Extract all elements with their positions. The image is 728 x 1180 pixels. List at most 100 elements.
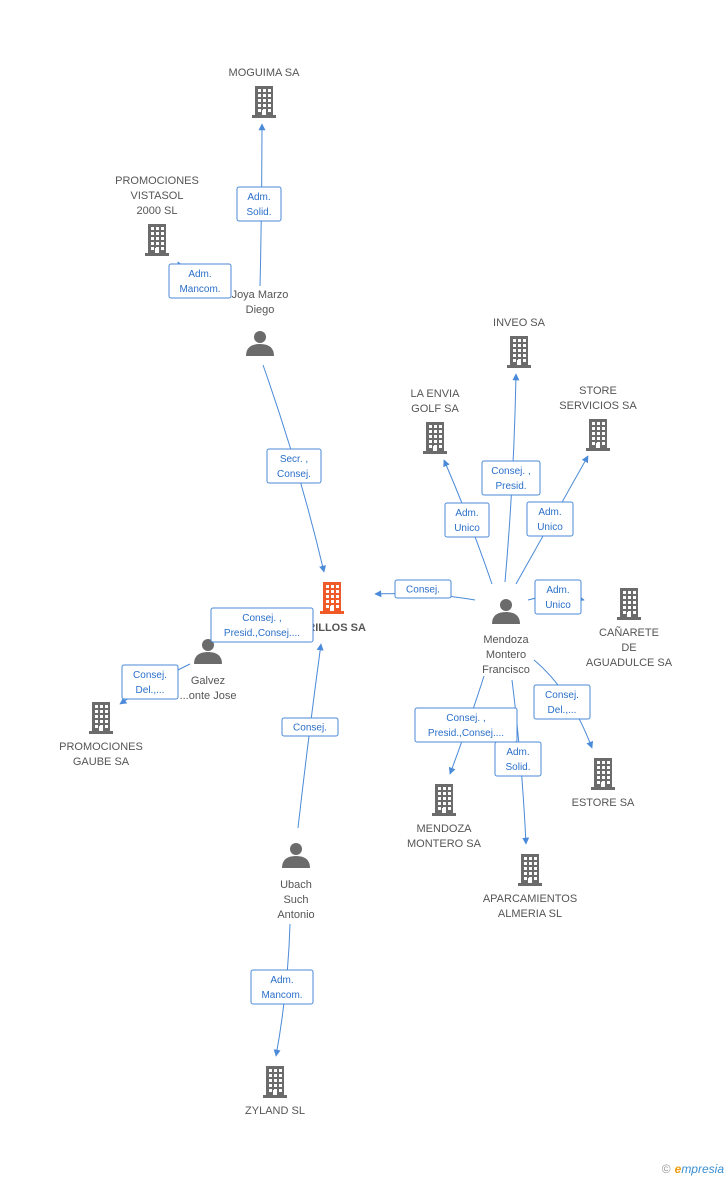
building-icon <box>586 419 610 451</box>
edge-label-joya-moguima[interactable]: Adm. Solid. <box>236 186 282 222</box>
node-label: Ubach <box>280 879 312 891</box>
edge-label-text: Consej. , <box>446 713 485 724</box>
edge-label-joya-focus[interactable]: Secr. ,Consej. <box>266 448 322 484</box>
node-label: Joya Marzo <box>232 289 289 301</box>
edge-label-mendoza-inveo[interactable]: Consej. ,Presid. <box>481 460 541 496</box>
building-icon <box>591 758 615 790</box>
building-icon <box>423 422 447 454</box>
node-vistasol[interactable]: PROMOCIONES VISTASOL 2000 SL <box>115 175 199 256</box>
edge-label-text: Mancom. <box>179 284 220 295</box>
building-icon <box>432 784 456 816</box>
edge-label-box <box>444 502 490 538</box>
building-icon <box>263 1066 287 1098</box>
edge-label-box <box>236 186 282 222</box>
brand-footer[interactable]: ©empresia <box>662 1162 724 1176</box>
node-label: PROMOCIONES <box>59 741 143 753</box>
edge-label-text: Presid.,Consej.... <box>428 728 504 739</box>
node-gaube[interactable]: PROMOCIONES GAUBE SA <box>59 702 143 768</box>
edge-label-joya-vistasol[interactable]: Adm.Mancom. <box>168 263 232 299</box>
edge-label-galvez-gaube[interactable]: Consej.Del.,... <box>121 664 179 700</box>
building-icon <box>507 336 531 368</box>
edge-label-text: Solid. <box>246 207 271 218</box>
edge-labels-layer: Adm.Solid.Adm.Mancom.Secr. ,Consej.Conse… <box>121 186 591 1005</box>
edge-label-box <box>266 448 322 484</box>
node-label: DE <box>621 642 636 654</box>
edge-label-text: Presid.,Consej.... <box>224 628 300 639</box>
edge-label-text: Mancom. <box>261 990 302 1001</box>
edge-label-text: Consej. , <box>242 613 281 624</box>
edge-ubach-focus <box>297 643 324 829</box>
node-store[interactable]: STORE SERVICIOS SA <box>559 385 637 451</box>
copyright-icon: © <box>661 1162 671 1176</box>
edge-label-box <box>394 579 452 599</box>
edge-label-mendoza-mendozasa[interactable]: Consej. , Presid.,Consej.... <box>414 707 518 743</box>
node-label: ...RILLOS SA <box>298 622 366 634</box>
node-label: PROMOCIONES <box>115 175 199 187</box>
node-label: SERVICIOS SA <box>559 400 637 412</box>
edge-label-mendoza-canarete[interactable]: Adm.Unico <box>534 579 582 615</box>
node-label: GAUBE SA <box>73 756 130 768</box>
node-label: Galvez <box>191 675 225 687</box>
edge-label-box <box>121 664 179 700</box>
edge-label-ubach-zyland[interactable]: Adm.Mancom. <box>250 969 314 1005</box>
edge-label-galvez-focus[interactable]: Consej. , Presid.,Consej.... <box>210 607 314 643</box>
node-label: GOLF SA <box>411 403 459 415</box>
edge-label-text: Unico <box>454 523 480 534</box>
node-label: VISTASOL <box>131 190 184 202</box>
edge-label-text: Consej. , <box>491 466 530 477</box>
person-icon <box>282 843 310 868</box>
node-label: MONTERO SA <box>407 838 482 850</box>
edge-label-ubach-focus[interactable]: Consej. <box>281 717 339 737</box>
edge-label-text: Adm. <box>546 585 569 596</box>
node-mendozasa[interactable]: MENDOZA MONTERO SA <box>407 784 482 850</box>
node-focus[interactable]: ...RILLOS SA <box>298 582 366 634</box>
node-label: MOGUIMA SA <box>229 67 301 79</box>
node-label: STORE <box>579 385 617 397</box>
building-icon <box>320 582 344 614</box>
node-label: LA ENVIA <box>411 388 461 400</box>
edge-label-text: Adm. <box>247 192 270 203</box>
node-label: MENDOZA <box>417 823 473 835</box>
node-inveo[interactable]: INVEO SA <box>493 317 546 368</box>
edge-label-text: Consej. <box>293 723 327 734</box>
edge-label-box <box>481 460 541 496</box>
node-label: Antonio <box>277 909 314 921</box>
person-icon <box>246 331 274 356</box>
node-label: INVEO SA <box>493 317 546 329</box>
edge-label-box <box>494 741 542 777</box>
edge-label-mendoza-estore[interactable]: Consej. Del.,... <box>533 684 591 720</box>
edge-label-text: Consej. <box>545 690 579 701</box>
building-icon <box>252 86 276 118</box>
edge-label-box <box>168 263 232 299</box>
edge-label-mendoza-store[interactable]: Adm.Unico <box>526 501 574 537</box>
building-icon <box>617 588 641 620</box>
node-label: AGUADULCE SA <box>586 657 673 669</box>
person-icon <box>492 599 520 624</box>
edge-label-text: Consej. <box>277 469 311 480</box>
edge-label-text: Del.,... <box>548 705 577 716</box>
node-label: ...onte Jose <box>180 690 237 702</box>
edge-label-text: Solid. <box>505 762 530 773</box>
node-estore[interactable]: ESTORE SA <box>572 758 635 809</box>
person-icon <box>194 639 222 664</box>
edge-label-mendoza-aparcamientos[interactable]: Adm.Solid. <box>494 741 542 777</box>
edge-label-text: Unico <box>537 522 563 533</box>
edge-label-box <box>534 579 582 615</box>
node-envia[interactable]: LA ENVIA GOLF SA <box>411 388 461 454</box>
edge-label-box <box>414 707 518 743</box>
node-moguima[interactable]: MOGUIMA SA <box>229 67 301 118</box>
node-galvez[interactable]: Galvez ...onte Jose <box>180 639 237 702</box>
node-label: 2000 SL <box>137 205 178 217</box>
edge-label-box <box>250 969 314 1005</box>
edge-label-mendoza-focus[interactable]: Consej. <box>394 579 452 599</box>
edge-label-box <box>281 717 339 737</box>
node-zyland[interactable]: ZYLAND SL <box>245 1066 305 1117</box>
edge-label-mendoza-envia[interactable]: Adm.Unico <box>444 502 490 538</box>
edge-label-box <box>210 607 314 643</box>
